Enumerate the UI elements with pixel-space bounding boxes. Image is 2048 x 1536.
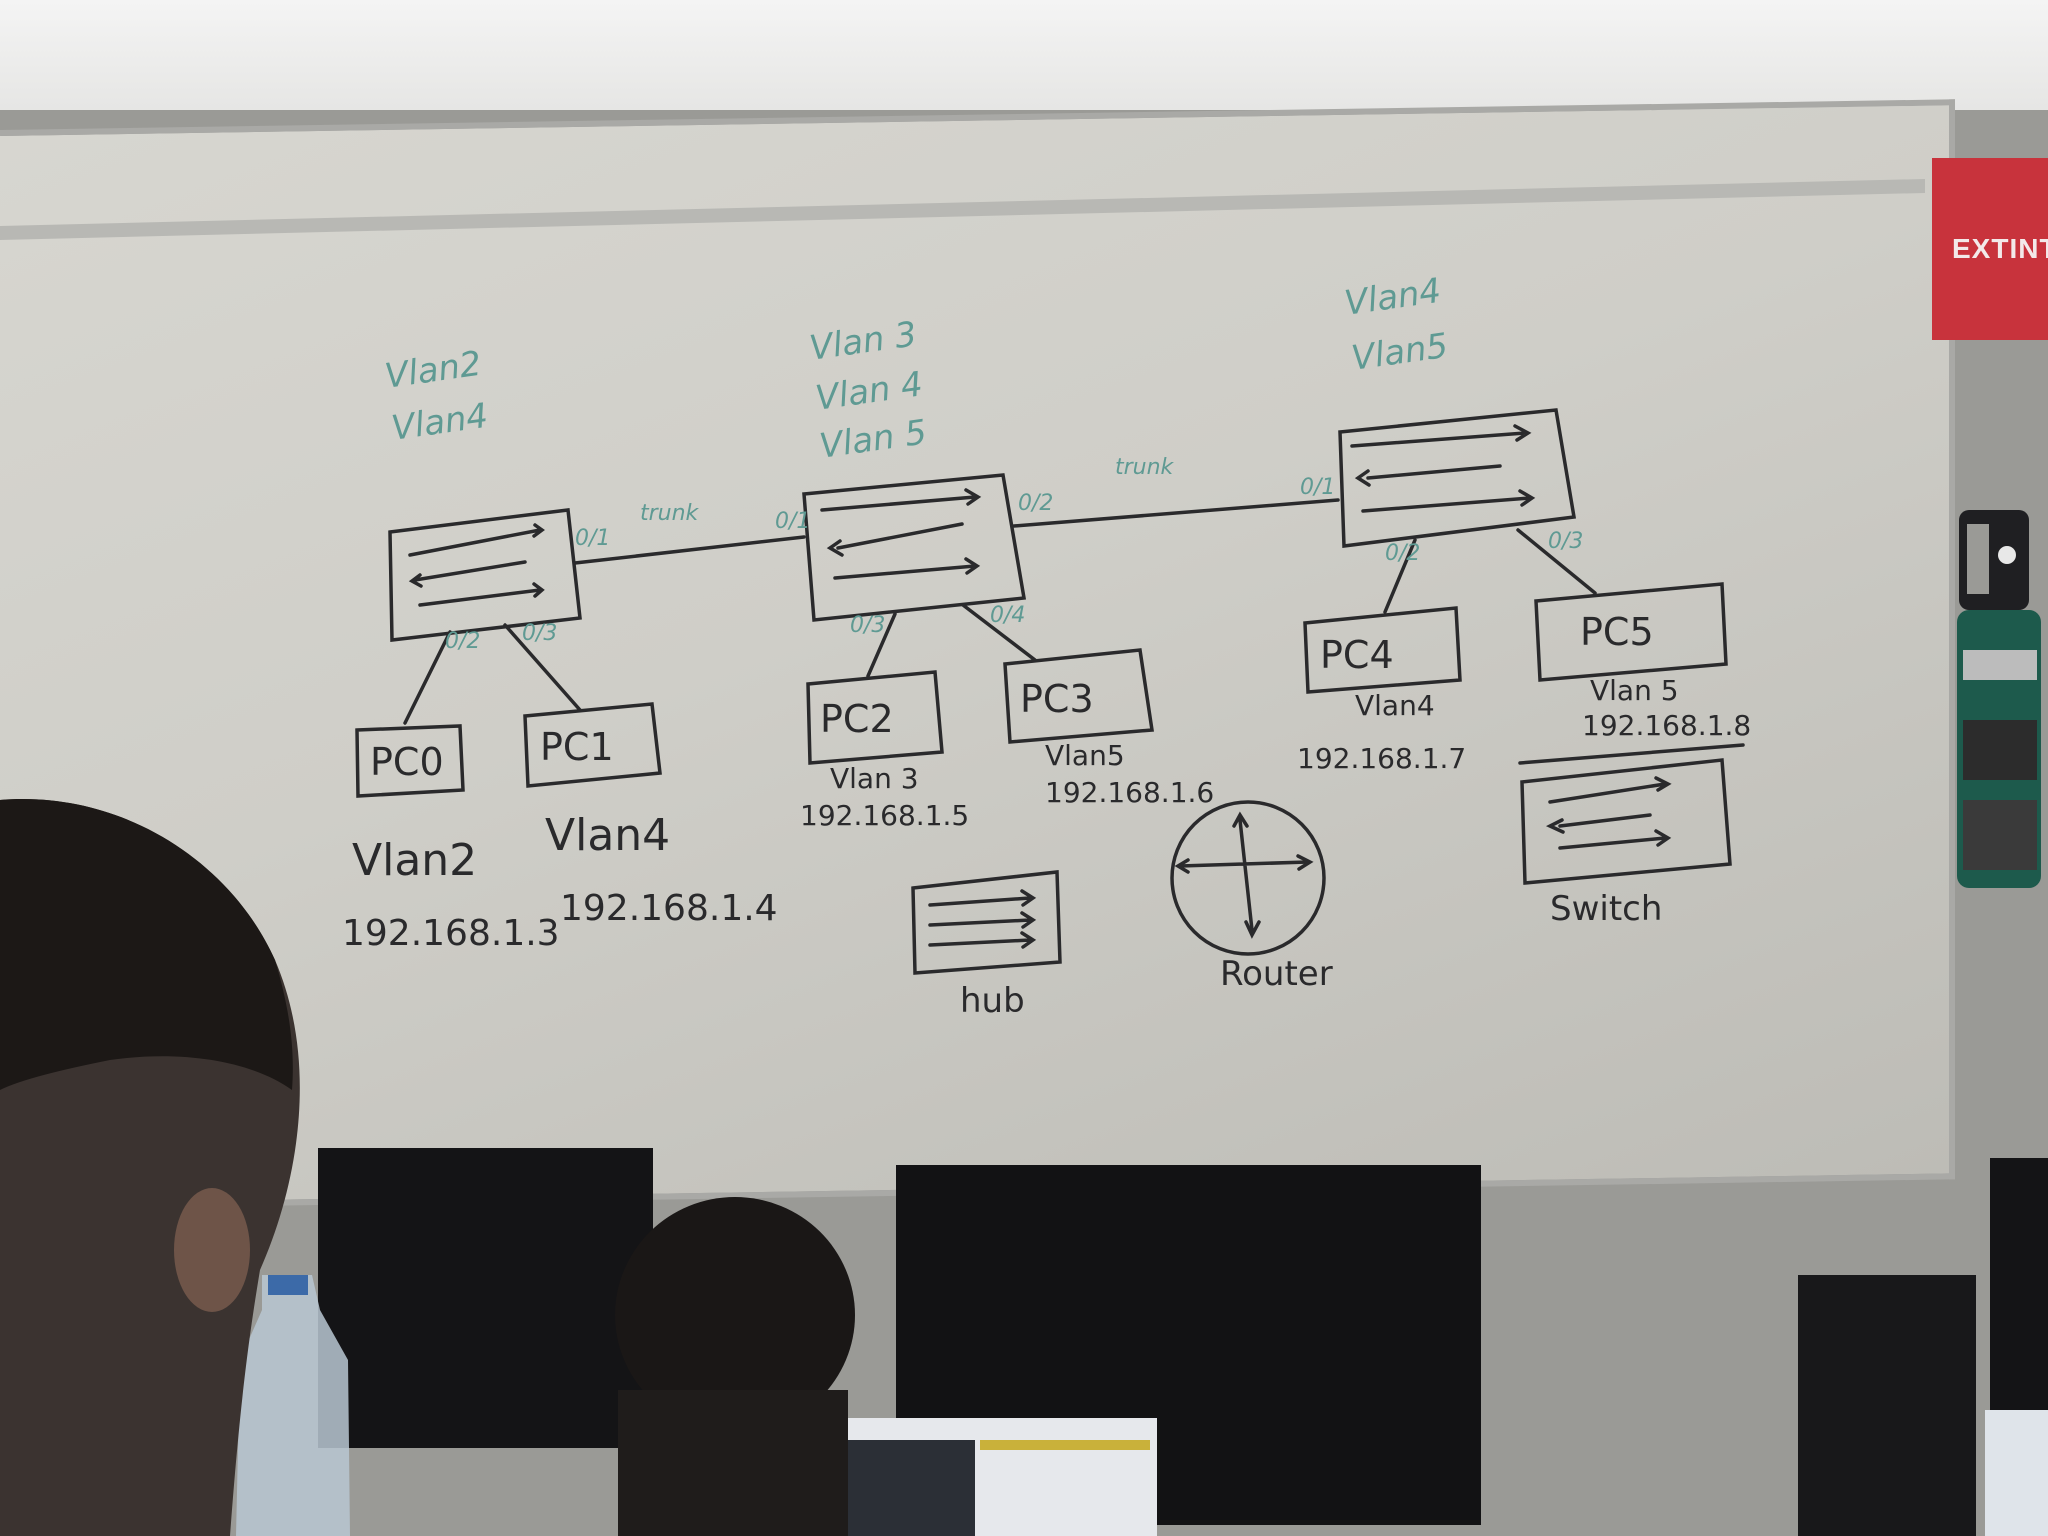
switch-2-port-2: 0/2 — [1385, 541, 1420, 566]
pc-2-label: PC2 — [820, 697, 894, 741]
switch-1-port-2: 0/2 — [1018, 491, 1053, 516]
switch-0-port-2: 0/2 — [445, 629, 480, 654]
monitor-left — [318, 1148, 653, 1448]
pc-3-vlan: Vlan5 — [1045, 739, 1125, 772]
switch-2-port-3: 0/3 — [1548, 529, 1583, 554]
switch-legend-icon — [1520, 758, 1732, 885]
switch-1-port-3: 0/3 — [850, 613, 885, 638]
pc-0-label: PC0 — [370, 740, 444, 784]
person-center-head — [615, 1197, 855, 1433]
pc-5-ip: 192.168.1.8 — [1582, 709, 1751, 742]
switch-0-port-1: 0/1 — [575, 526, 610, 551]
hub-icon — [911, 870, 1062, 975]
trunk-label-1: trunk — [1115, 455, 1175, 480]
fire-extinguisher-icon — [1957, 510, 2041, 888]
pc-2-ip: 192.168.1.5 — [800, 799, 969, 832]
trunk-link-1-2 — [1012, 498, 1340, 528]
pc-4-box — [1303, 606, 1462, 694]
switch-legend-label: Switch — [1550, 889, 1662, 929]
pc-1-box — [523, 702, 662, 788]
trunk-label-0: trunk — [640, 501, 700, 526]
pc-2-box — [806, 670, 944, 765]
monitor-right — [1990, 1158, 2048, 1458]
switch-1-port-4: 0/4 — [990, 603, 1025, 628]
pc-4-ip: 192.168.1.7 — [1297, 742, 1466, 775]
pc-3-label: PC3 — [1020, 677, 1094, 721]
sign-text: EXTINT — [1952, 233, 2048, 264]
pc-5-vlan: Vlan 5 — [1590, 674, 1679, 707]
water-bottle — [236, 1275, 350, 1536]
pc-0-vlan: Vlan2 — [352, 835, 477, 886]
pc-1-vlan: Vlan4 — [545, 810, 670, 861]
hub-label: hub — [960, 981, 1025, 1021]
switch-0-box — [388, 508, 582, 642]
switch-2-box — [1338, 408, 1577, 548]
switch-2-port-1: 0/1 — [1300, 475, 1335, 500]
pc-4-vlan: Vlan4 — [1355, 689, 1435, 722]
pc-tower — [1798, 1275, 1976, 1536]
pc-3-ip: 192.168.1.6 — [1045, 776, 1214, 809]
pc-2-vlan: Vlan 3 — [830, 762, 919, 795]
switch-1-box — [802, 473, 1027, 622]
pc-5-label: PC5 — [1580, 610, 1654, 654]
pc-3-box — [1003, 648, 1155, 744]
pc-0-ip: 192.168.1.3 — [342, 913, 560, 954]
switch-0-port-3: 0/3 — [522, 621, 557, 646]
router-icon — [1170, 800, 1326, 956]
fire-extinguisher-sign: EXTINT — [1932, 158, 2048, 340]
pc-4-label: PC4 — [1320, 633, 1394, 677]
pc-0-box — [355, 724, 465, 798]
trunk-link-0-1 — [573, 535, 806, 565]
pc-1-label: PC1 — [540, 725, 614, 769]
switch-1-port-1: 0/1 — [775, 509, 810, 534]
pc-1-ip: 192.168.1.4 — [560, 888, 778, 929]
router-label: Router — [1220, 954, 1333, 994]
small-screen — [1985, 1410, 2048, 1536]
pc-5-box — [1534, 582, 1728, 682]
